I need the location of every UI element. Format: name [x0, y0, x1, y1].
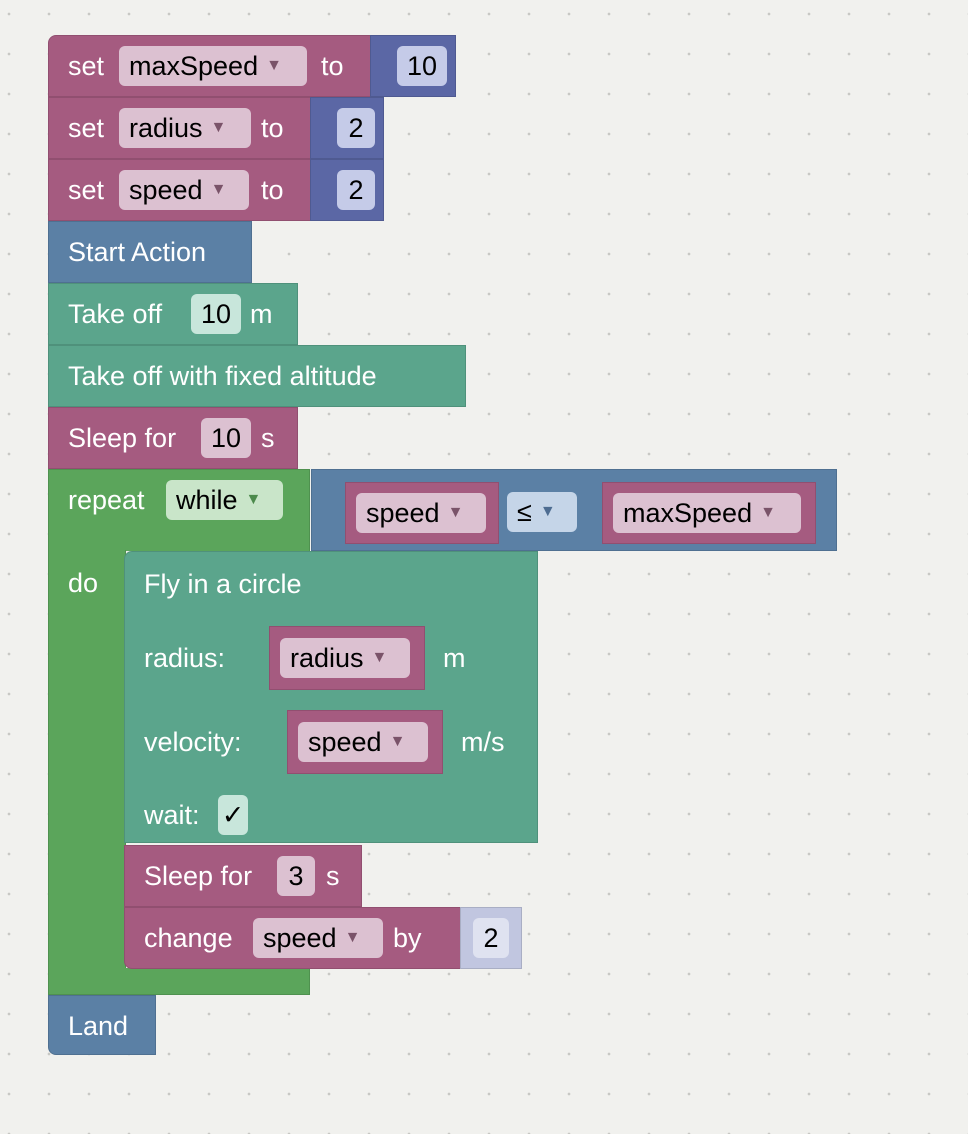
take-off-altitude-field[interactable]: 10: [191, 294, 241, 334]
maxspeed-var-dropdown[interactable]: maxSpeed ▼: [119, 46, 307, 86]
wait-checkbox[interactable]: ✓: [218, 795, 248, 835]
fly-circle-block[interactable]: Fly in a circle radius: radius ▼ m veloci…: [124, 551, 538, 843]
repeat-bottom-arm: [48, 968, 310, 995]
radius-var-dropdown[interactable]: radius ▼: [119, 108, 251, 148]
number-field[interactable]: 2: [337, 170, 375, 210]
sleep-block-2[interactable]: Sleep for 3 s: [124, 845, 362, 907]
repeat-label: repeat: [68, 485, 145, 515]
change-var-label: speed: [263, 922, 337, 953]
sleep-unit: s: [326, 861, 340, 891]
set-radius-block[interactable]: set radius ▼ to: [48, 97, 316, 159]
dropdown-arrow-icon: ▼: [210, 181, 227, 198]
wait-param-label: wait:: [144, 800, 200, 830]
altitude-value: 10: [200, 298, 232, 329]
number-block-2b[interactable]: 2: [310, 159, 384, 221]
number-field[interactable]: 2: [337, 108, 375, 148]
change-label: change: [144, 923, 233, 953]
sleep-unit: s: [261, 423, 275, 453]
dropdown-arrow-icon: ▼: [344, 929, 361, 946]
dropdown-arrow-icon: ▼: [371, 649, 388, 666]
take-off-fixed-label: Take off with fixed altitude: [68, 361, 377, 391]
number-value: 2: [483, 922, 499, 953]
sleep-seconds-field[interactable]: 3: [277, 856, 315, 896]
change-number-block[interactable]: 2: [460, 907, 522, 969]
radius-param-label: radius:: [144, 643, 226, 673]
checkmark-icon: ✓: [221, 799, 245, 830]
set-speed-block[interactable]: set speed ▼ to: [48, 159, 316, 221]
sleep-label: Sleep for: [144, 861, 253, 891]
take-off-unit: m: [250, 299, 273, 329]
set-keyword: set: [68, 175, 105, 205]
velocity-var-block[interactable]: speed ▼: [287, 710, 443, 774]
change-speed-block[interactable]: change speed ▼ by: [124, 907, 464, 969]
land-block[interactable]: Land: [48, 995, 156, 1055]
number-block-10[interactable]: 10: [370, 35, 456, 97]
sleep-block-1[interactable]: Sleep for 10 s: [48, 407, 298, 469]
dropdown-arrow-icon: ▼: [539, 503, 556, 520]
radius-var-label: radius: [129, 112, 203, 143]
sleep-value: 10: [210, 422, 242, 453]
to-keyword: to: [261, 113, 284, 143]
take-off-fixed-block[interactable]: Take off with fixed altitude: [48, 345, 466, 407]
repeat-mode-dropdown[interactable]: while ▼: [166, 480, 283, 520]
number-field[interactable]: 10: [397, 46, 447, 86]
take-off-block[interactable]: Take off 10 m: [48, 283, 298, 345]
radius-unit: m: [443, 643, 466, 673]
number-field[interactable]: 2: [473, 918, 509, 958]
repeat-while-block[interactable]: repeat while ▼: [48, 469, 310, 551]
change-var-dropdown[interactable]: speed ▼: [253, 918, 383, 958]
set-keyword: set: [68, 51, 105, 81]
maxspeed-var-label: maxSpeed: [129, 50, 259, 81]
repeat-left-arm: do: [48, 550, 126, 995]
compare-operator-label: ≤: [517, 496, 532, 527]
velocity-unit: m/s: [461, 727, 505, 757]
dropdown-arrow-icon: ▼: [447, 504, 464, 521]
set-maxspeed-block[interactable]: set maxSpeed ▼ to: [48, 35, 376, 97]
radius-param-value: radius: [290, 642, 364, 673]
compare-left-var[interactable]: speed ▼: [345, 482, 499, 544]
compare-right-dropdown[interactable]: maxSpeed ▼: [613, 493, 801, 533]
number-block-2[interactable]: 2: [310, 97, 384, 159]
dropdown-arrow-icon: ▼: [389, 733, 406, 750]
compare-right-label: maxSpeed: [623, 497, 753, 528]
compare-block[interactable]: speed▼ ≤▼ maxSpeed▼: [311, 469, 837, 551]
compare-left-label: speed: [366, 497, 440, 528]
do-label: do: [68, 568, 99, 598]
number-value: 2: [348, 174, 364, 205]
sleep-value: 3: [288, 860, 304, 891]
sleep-seconds-field[interactable]: 10: [201, 418, 251, 458]
to-keyword: to: [261, 175, 284, 205]
velocity-param-dropdown[interactable]: speed ▼: [298, 722, 428, 762]
land-label: Land: [68, 1011, 129, 1041]
by-keyword: by: [393, 923, 422, 953]
to-keyword: to: [321, 51, 344, 81]
take-off-label: Take off: [68, 299, 163, 329]
start-action-label: Start Action: [68, 237, 207, 267]
compare-right-var[interactable]: maxSpeed ▼: [602, 482, 816, 544]
dropdown-arrow-icon: ▼: [245, 491, 262, 508]
number-value: 10: [406, 50, 438, 81]
velocity-param-value: speed: [308, 726, 382, 757]
set-keyword: set: [68, 113, 105, 143]
velocity-param-label: velocity:: [144, 727, 242, 757]
radius-param-dropdown[interactable]: radius ▼: [280, 638, 410, 678]
dropdown-arrow-icon: ▼: [760, 504, 776, 521]
radius-var-block[interactable]: radius ▼: [269, 626, 425, 690]
repeat-mode-label: while: [176, 484, 238, 515]
start-action-block[interactable]: Start Action: [48, 221, 252, 283]
sleep-label: Sleep for: [68, 423, 177, 453]
compare-left-dropdown[interactable]: speed ▼: [356, 493, 486, 533]
dropdown-arrow-icon: ▼: [266, 57, 282, 74]
dropdown-arrow-icon: ▼: [210, 119, 227, 136]
fly-circle-title: Fly in a circle: [144, 569, 302, 599]
speed-var-label: speed: [129, 174, 203, 205]
compare-operator-dropdown[interactable]: ≤▼: [507, 492, 577, 532]
number-value: 2: [348, 112, 364, 143]
speed-var-dropdown[interactable]: speed ▼: [119, 170, 249, 210]
